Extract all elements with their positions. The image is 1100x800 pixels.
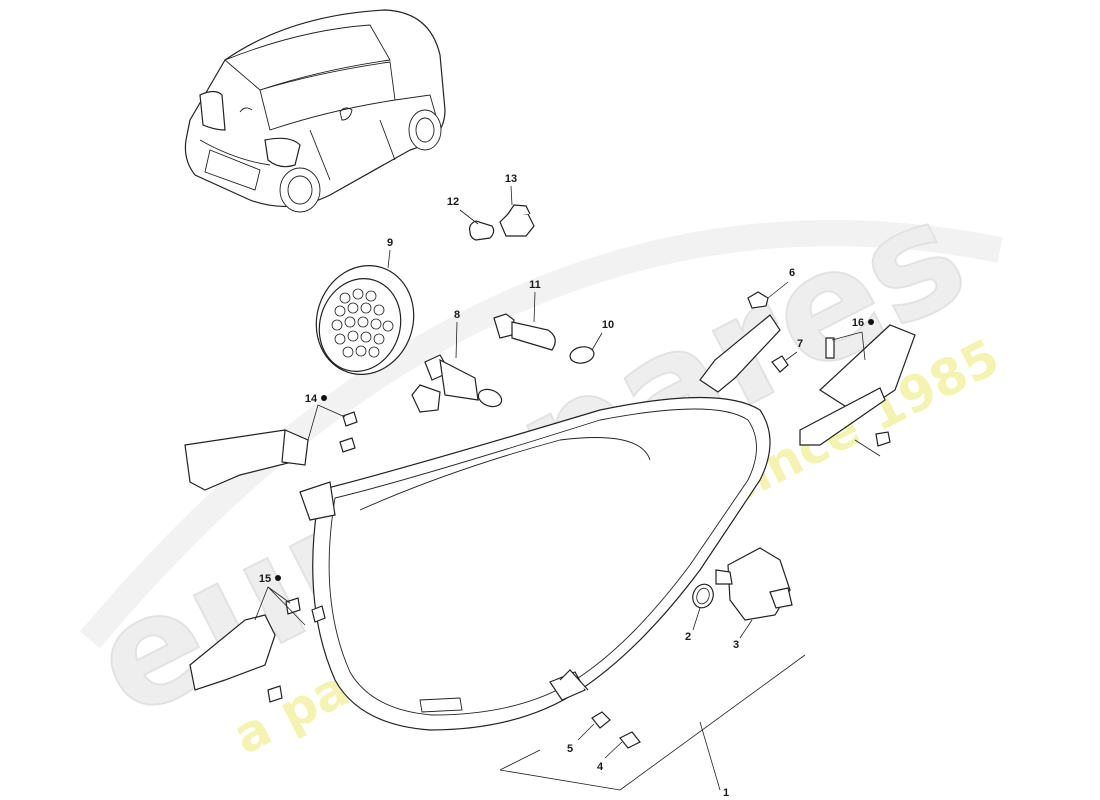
- part-7-clip: [771, 351, 798, 373]
- part-6-screw: [747, 281, 789, 309]
- part-12-bulb: [459, 209, 495, 241]
- callout-7: 7: [797, 338, 803, 350]
- callout-3: 3: [733, 639, 739, 651]
- callout-9: 9: [387, 237, 393, 249]
- callout-5: 5: [567, 743, 573, 755]
- callout-6: 6: [789, 267, 795, 279]
- callout-13: 13: [505, 173, 517, 185]
- part-11-bulb: [493, 291, 556, 351]
- part-2-o-ring: [692, 583, 714, 631]
- part-3-leveling-motor: [715, 547, 793, 639]
- part-15-bracket: [189, 586, 326, 703]
- callout-16: 16: [852, 317, 864, 329]
- callout-12: 12: [447, 196, 459, 208]
- part-1-headlamp-assembly: [299, 314, 806, 791]
- callout-16-dot: [868, 319, 874, 325]
- callout-4: 4: [597, 761, 604, 773]
- callout-2: 2: [685, 631, 691, 643]
- part-10-small-bulb: [569, 332, 603, 364]
- part-9-led-module: [315, 249, 415, 375]
- callout-15-dot: [275, 575, 281, 581]
- part-16-bracket: [799, 324, 916, 457]
- callout-8: 8: [454, 309, 460, 321]
- callout-labels: 1 2 3 4 5 6 7 8 9 10 11 12 13 14 15 16: [259, 173, 874, 799]
- car-overview-illustration: [184, 9, 446, 213]
- part-4-screw: [604, 731, 641, 759]
- callout-14-dot: [321, 395, 327, 401]
- callout-10: 10: [602, 319, 614, 331]
- part-14-bracket: [184, 404, 358, 491]
- callout-1: 1: [723, 787, 729, 799]
- callout-15: 15: [259, 573, 271, 585]
- part-8-headlamp-bulb: [411, 321, 503, 413]
- part-13-bulb-holder: [499, 185, 535, 237]
- part-5-nut: [577, 711, 611, 741]
- callout-11: 11: [529, 279, 541, 291]
- callout-14: 14: [305, 393, 318, 405]
